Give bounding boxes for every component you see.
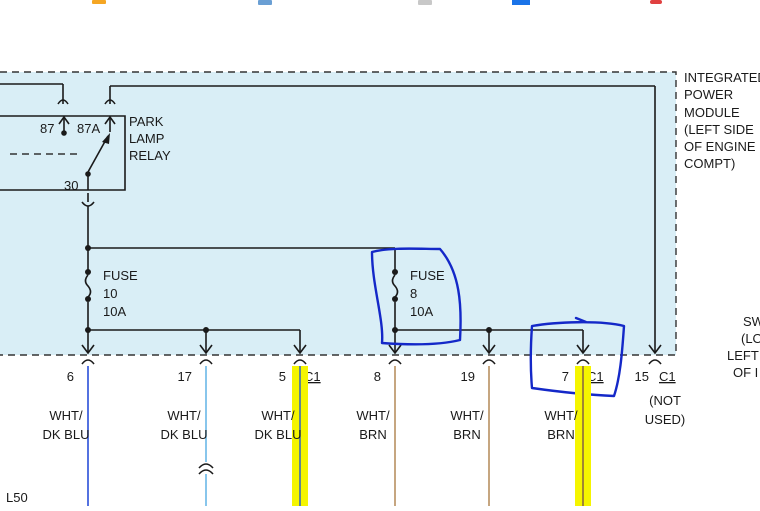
connector-cup [199,359,213,365]
wire-color-label: WHT/ [544,408,578,423]
connector-arrow [482,344,496,355]
connector-pin-8: 8 [374,369,381,384]
inline-connector [198,463,214,475]
wire-color-label: USED) [645,412,685,427]
wire-color-label: WHT/ [167,408,201,423]
fuse-10-label: FUSE 10 10A [103,268,141,319]
connector-pin-15: 15 [635,369,649,384]
fuse-8: FUSE 8 10A [391,268,584,352]
wire-color-label: BRN [359,427,386,442]
wire-runs [87,366,591,506]
connector-arrow [293,344,307,355]
pin-7-circle-annotation [529,316,626,398]
connector-cup [576,359,590,365]
connector-cup [81,359,95,365]
connector-arrow [576,344,590,355]
toolbar-icon-file-icon[interactable] [418,0,432,5]
connector-group: 6 17 5 C1 8 19 7 C1 15 C1 [67,344,676,384]
wire-color-label: BRN [547,427,574,442]
relay-label: PARK LAMP RELAY [129,114,171,163]
right-edge-label: SW (LO LEFT OF I [727,314,760,380]
toolbar-strip [92,0,662,5]
connector-cup [482,359,496,365]
park-lamp-relay: 87 87A 30 PARK LAMP RELAY [0,83,656,352]
connector-id-c1: C1 [587,369,604,384]
connector-arrow [199,344,213,355]
wire-color-label: (NOT [649,393,681,408]
relay-pin-30: 30 [64,178,78,193]
connector-arrow [81,344,95,355]
module-label: INTEGRATED POWER MODULE (LEFT SIDE OF EN… [684,70,760,171]
toolbar-icon-document-icon[interactable] [258,0,272,5]
power-module-box [0,71,677,356]
connector-cup [388,359,402,365]
connector-cup [293,359,307,365]
wire-color-label: BRN [453,427,480,442]
relay-pin-87: 87 [40,121,54,136]
wire-color-label: WHT/ [49,408,83,423]
connector-id-c1: C1 [304,369,321,384]
annotation-marks [370,247,626,398]
wire-color-label: WHT/ [450,408,484,423]
toolbar-icon-folder-icon[interactable] [92,0,106,4]
connector-arrow [388,344,402,355]
fuse-8-circle-annotation [370,247,462,346]
toolbar-icon-close-icon[interactable] [650,0,662,4]
power-bus [81,193,396,270]
connector-pin-7: 7 [562,369,569,384]
connector-pin-6: 6 [67,369,74,384]
connector-pin-19: 19 [461,369,475,384]
wire-color-label: WHT/ [261,408,295,423]
connector-pin-5: 5 [279,369,286,384]
fuse-10: FUSE 10 10A [84,268,301,352]
toolbar-icon-windows-icon[interactable] [512,0,530,5]
wire-color-label: DK BLU [161,427,208,442]
connector-cup [648,359,662,365]
connector-pin-17: 17 [178,369,192,384]
connector-id-c1: C1 [659,369,676,384]
footer-ref: L50 [6,490,28,505]
fuse-8-label: FUSE 8 10A [410,268,448,319]
wire-labels: WHT/DK BLU WHT/DK BLU WHT/DK BLU WHT/BRN WHT… [43,393,686,442]
connector-arrow [648,344,662,355]
wire-color-label: DK BLU [255,427,302,442]
relay-pin-87a: 87A [77,121,100,136]
wire-color-label: DK BLU [43,427,90,442]
wire-color-label: WHT/ [356,408,390,423]
